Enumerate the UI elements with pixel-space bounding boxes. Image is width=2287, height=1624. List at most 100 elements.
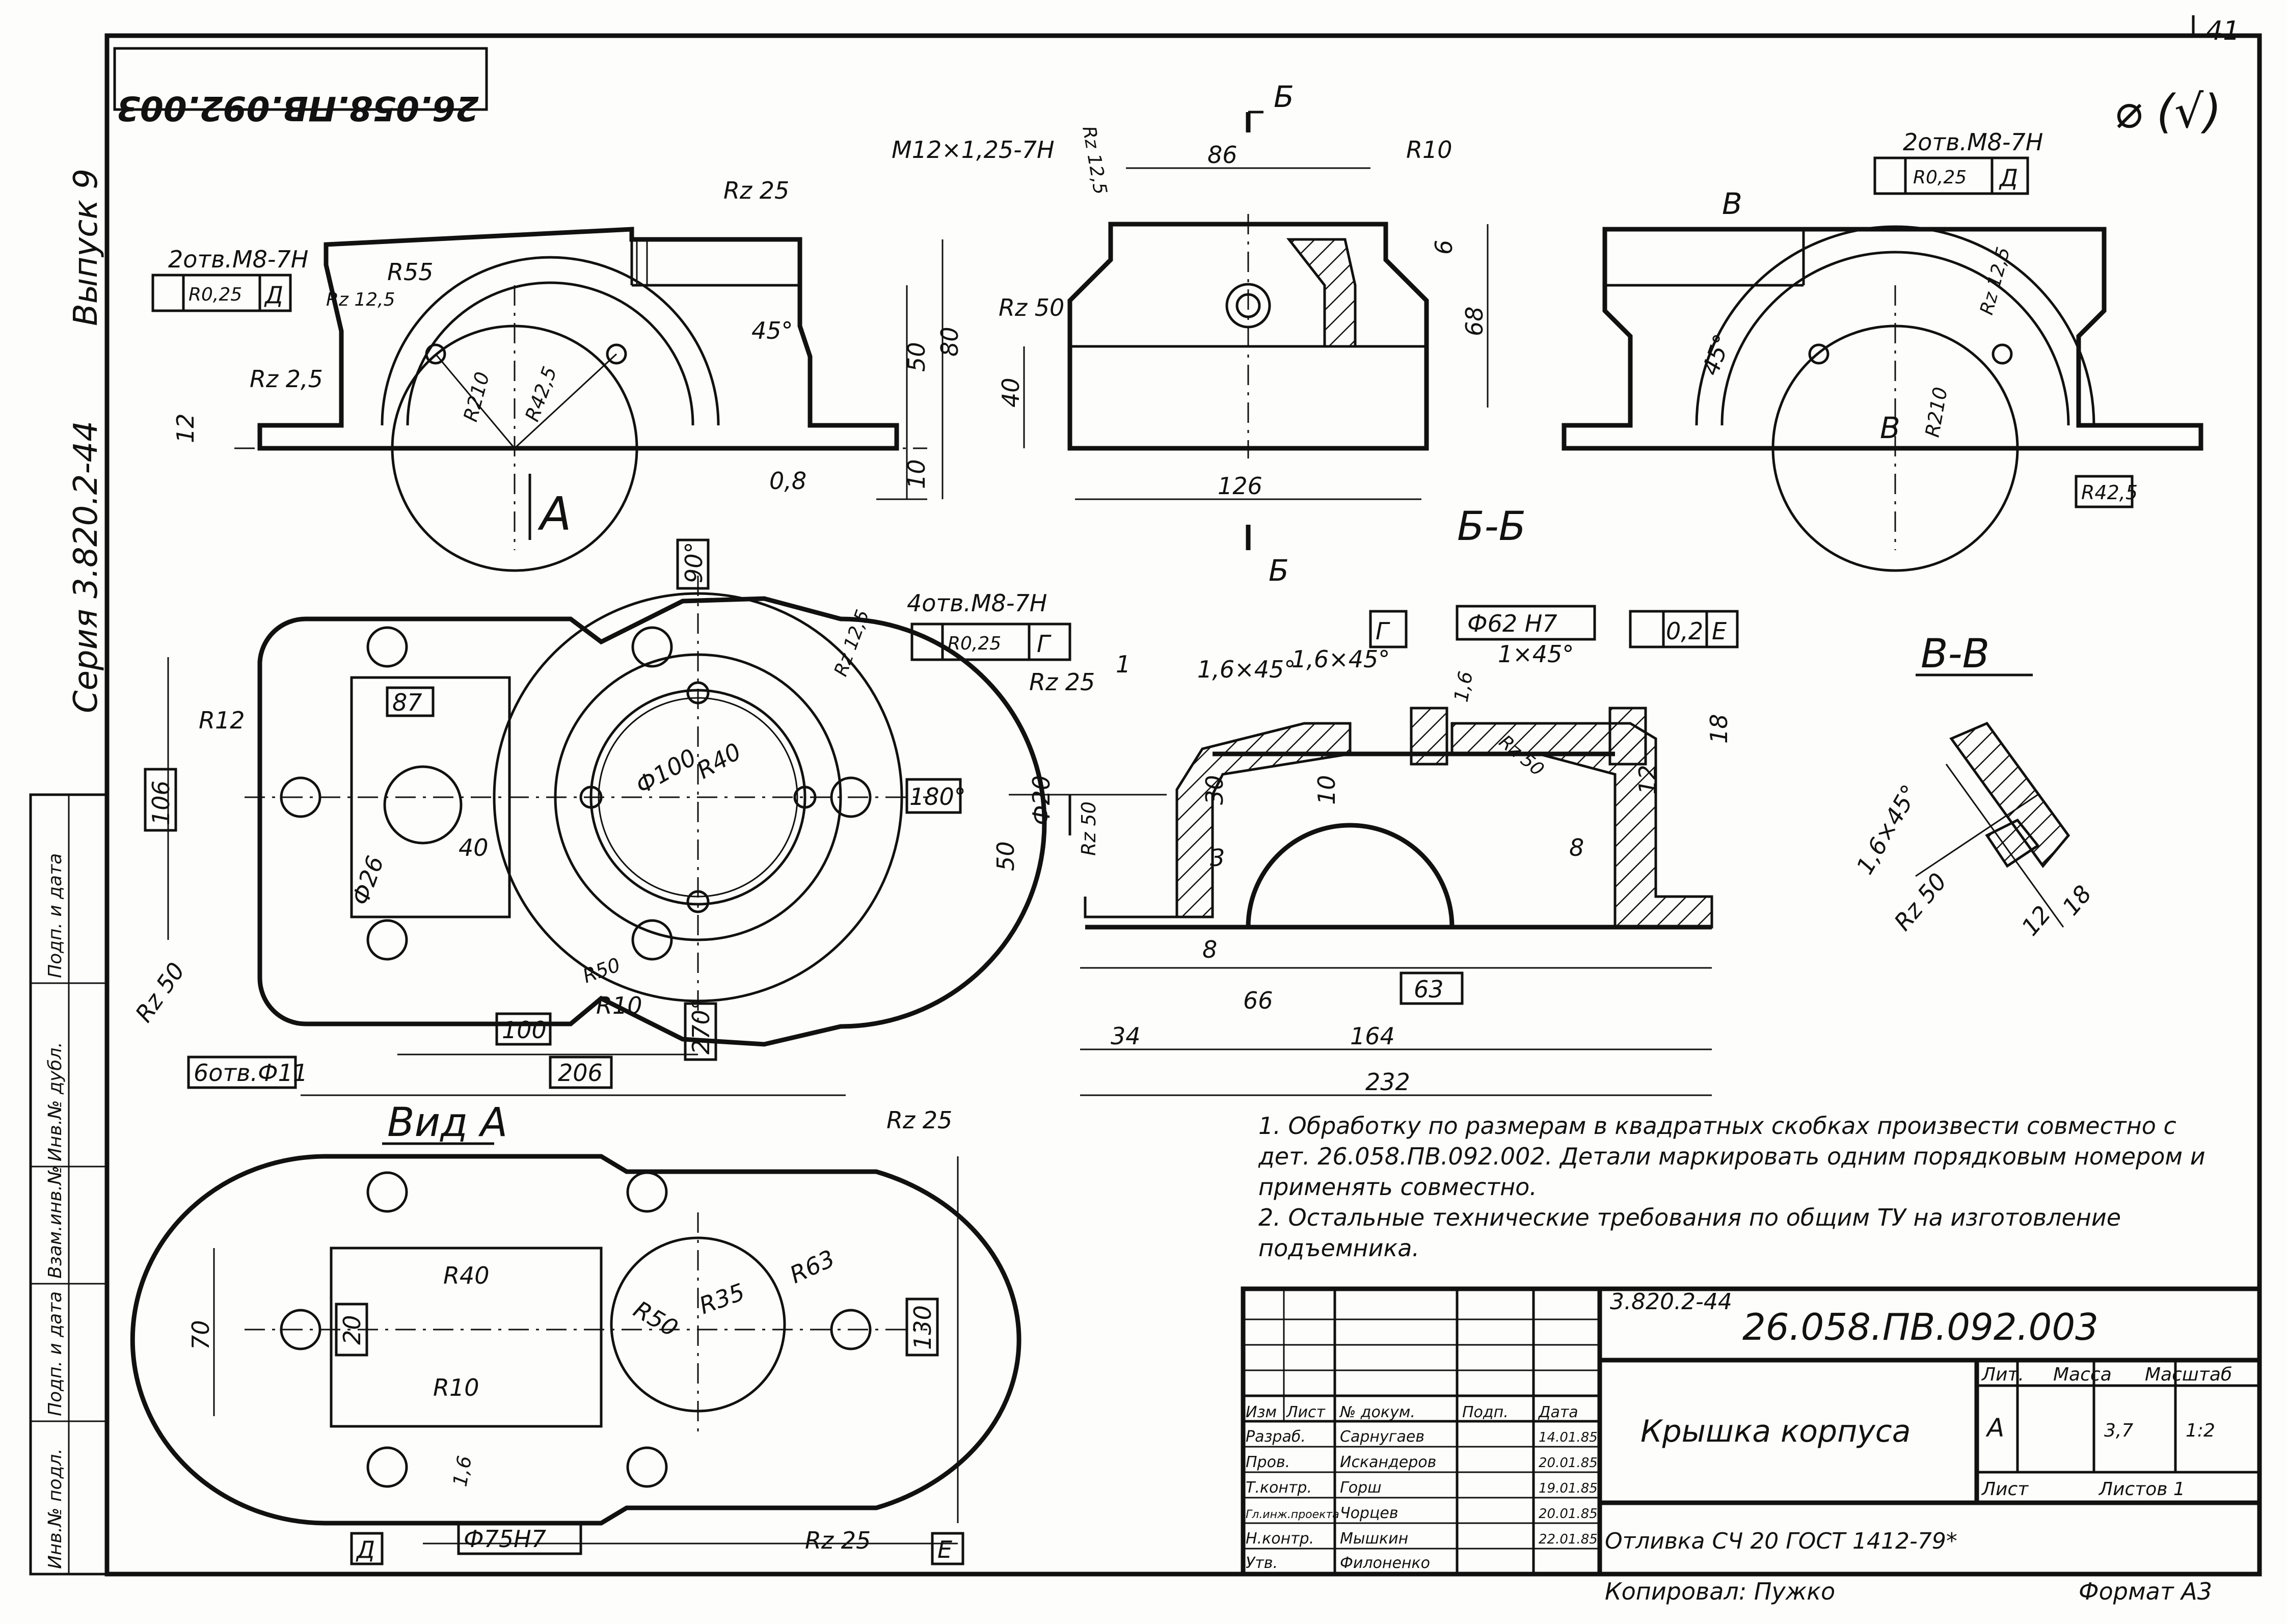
bb-30: 30 bbox=[1201, 775, 1228, 805]
fcf-plan-holes: 4отв.М8-7Н bbox=[907, 589, 1047, 617]
plan-87: 87 bbox=[392, 689, 422, 716]
tb-col-3: Подп. bbox=[1462, 1403, 1509, 1421]
view-a-arrow-label: А bbox=[537, 488, 572, 541]
bb-8a: 8 bbox=[1569, 834, 1584, 861]
bb-16x45b: 1,6×45° bbox=[1292, 645, 1390, 673]
fv-rz25: Rz 25 bbox=[723, 177, 789, 204]
va-bore-fit: Ф75Н7 bbox=[464, 1525, 546, 1553]
section-b-title: Б-Б bbox=[1457, 504, 1526, 550]
bb-10: 10 bbox=[1313, 775, 1340, 805]
rear-view: 45° Rz 12,5 R210 R42,5 В В 2отв.М8-7Н R0… bbox=[1562, 128, 2203, 572]
strip-label-1: Подп. и дата bbox=[45, 1291, 66, 1416]
va-r40: R40 bbox=[443, 1262, 490, 1289]
tb-col-2: № докум. bbox=[1339, 1403, 1415, 1421]
bb-flatness: 0,2 bbox=[1666, 617, 1703, 645]
tb-col-0: Изм bbox=[1246, 1403, 1277, 1421]
section-b-arrow-bottom: Б bbox=[1269, 553, 1289, 588]
va-20: 20 bbox=[338, 1315, 366, 1345]
bb-63: 63 bbox=[1414, 976, 1444, 1003]
tb-date-4: 22.01.85 bbox=[1539, 1532, 1598, 1547]
sv-6: 6 bbox=[1430, 240, 1458, 255]
tb-part-name: Крышка корпуса bbox=[1640, 1414, 1911, 1449]
tb-head-mass: Масса bbox=[2053, 1364, 2112, 1385]
plan-206: 206 bbox=[558, 1059, 603, 1087]
sv-40: 40 bbox=[997, 377, 1025, 408]
plan-rz50: Rz 50 bbox=[130, 957, 190, 1027]
bb-232: 232 bbox=[1365, 1068, 1410, 1096]
section-b-arrow-top: Б bbox=[1274, 79, 1294, 114]
va-r35: R35 bbox=[695, 1278, 748, 1320]
fv-80: 80 bbox=[936, 327, 963, 357]
fv-r55: R55 bbox=[387, 258, 434, 286]
plan-holes-six: 6отв.Ф11 bbox=[194, 1059, 308, 1087]
side-labels: Серия 3.820.2-44 Выпуск 9 bbox=[67, 169, 105, 713]
bb-bore-fit-box: Ф62 Н7 bbox=[1467, 610, 1557, 637]
va-r63: R63 bbox=[786, 1244, 839, 1289]
bb-datum-e: Е bbox=[1712, 617, 1727, 645]
sv-rz50: Rz 50 bbox=[999, 294, 1064, 321]
note-1: 1. Обработку по размерам в квадратных ск… bbox=[1258, 1112, 2205, 1201]
bb-164: 164 bbox=[1350, 1022, 1395, 1050]
tb-role-0: Разраб. bbox=[1246, 1428, 1306, 1446]
va-130: 130 bbox=[909, 1305, 936, 1350]
tb-name-3: Чорцев bbox=[1340, 1504, 1398, 1522]
tb-date-3: 20.01.85 bbox=[1539, 1506, 1598, 1522]
fv-08: 0,8 bbox=[769, 467, 806, 495]
rv-section-v-top: В bbox=[1722, 186, 1742, 221]
tb-name-2: Горш bbox=[1340, 1479, 1382, 1497]
view-a: Вид А Rz 25 R40 R50 R35 R63 70 20 R10 13… bbox=[130, 1100, 1021, 1565]
fv-r210: R210 bbox=[459, 369, 494, 424]
sv-86: 86 bbox=[1207, 141, 1237, 169]
fcf-plan-tol: R0,25 bbox=[948, 633, 1001, 654]
bb-18: 18 bbox=[1705, 714, 1733, 744]
bb-datum-g: Г bbox=[1376, 617, 1390, 645]
vv-12: 12 bbox=[2016, 901, 2056, 941]
va-datum-e: Е bbox=[937, 1536, 952, 1563]
plan-r40: R40 bbox=[692, 738, 746, 784]
fv-50: 50 bbox=[903, 342, 930, 372]
fcf-plan-datum: Г bbox=[1037, 630, 1052, 658]
strip-label-0: Инв.№ подл. bbox=[45, 1448, 66, 1569]
section-v-title: В-В bbox=[1921, 631, 1989, 677]
footer-format: Формат А3 bbox=[2079, 1578, 2212, 1605]
fcf-tr-tol: R0,25 bbox=[1913, 167, 1967, 188]
sv-r10: R10 bbox=[1406, 136, 1452, 164]
plan-100: 100 bbox=[502, 1016, 547, 1044]
plan-r10: R10 bbox=[596, 992, 642, 1019]
fv-rz125: Rz 12,5 bbox=[326, 289, 395, 310]
sv-rz125: Rz 12,5 bbox=[1078, 124, 1111, 196]
side-issue: Выпуск 9 bbox=[67, 169, 105, 326]
tb-mass-value: 3,7 bbox=[2104, 1420, 2133, 1441]
left-strip-table: Инв.№ подл. Подп. и дата Взам.инв.№ Инв.… bbox=[29, 793, 109, 1576]
vv-18: 18 bbox=[2057, 880, 2097, 921]
tb-col-1: Лист bbox=[1286, 1403, 1326, 1421]
tb-doc-number: 26.058.ПВ.092.003 bbox=[1742, 1306, 2098, 1348]
note-2: 2. Остальные технические требования по о… bbox=[1258, 1204, 2121, 1262]
tb-date-1: 20.01.85 bbox=[1539, 1455, 1598, 1471]
tb-name-1: Искандеров bbox=[1340, 1453, 1436, 1471]
sv-thread: М12×1,25-7Н bbox=[892, 136, 1055, 164]
bb-66: 66 bbox=[1243, 987, 1273, 1014]
bb-1: 1 bbox=[1116, 651, 1131, 678]
vv-16x45: 1,6×45° bbox=[1851, 780, 1924, 879]
tb-col-4: Дата bbox=[1538, 1403, 1578, 1421]
fcf-tl-datum: Д bbox=[264, 281, 283, 309]
tb-head-lit: Лит. bbox=[1981, 1364, 2024, 1385]
fv-r425: R42,5 bbox=[521, 364, 561, 424]
tb-head-scale: Масштаб bbox=[2145, 1364, 2232, 1385]
bb-12: 12 bbox=[1634, 765, 1661, 795]
vv-rz50: Rz 50 bbox=[1889, 868, 1952, 936]
fcf-plan: 4отв.М8-7Н R0,25 Г bbox=[907, 589, 1071, 661]
plan-90: 90° bbox=[680, 542, 708, 583]
tb-sheet-label: Лист bbox=[1981, 1479, 2029, 1500]
rotated-stamp: 26.058.ПВ.092.003 bbox=[113, 47, 488, 128]
front-view: Rz 25 R55 Rz 12,5 Rz 2,5 12 R210 R42,5 4… bbox=[151, 177, 963, 572]
plan-r12: R12 bbox=[199, 707, 245, 734]
fcf-tl-holes: 2отв.М8-7Н bbox=[168, 246, 308, 273]
va-r10: R10 bbox=[433, 1374, 479, 1401]
tb-date-0: 14.01.85 bbox=[1539, 1430, 1598, 1445]
rv-r425: R42,5 bbox=[2081, 481, 2138, 504]
plan-d100: Ф100 bbox=[631, 743, 701, 799]
tb-sheets-label: Листов 1 bbox=[2098, 1479, 2185, 1500]
tb-date-2: 19.01.85 bbox=[1539, 1481, 1598, 1496]
